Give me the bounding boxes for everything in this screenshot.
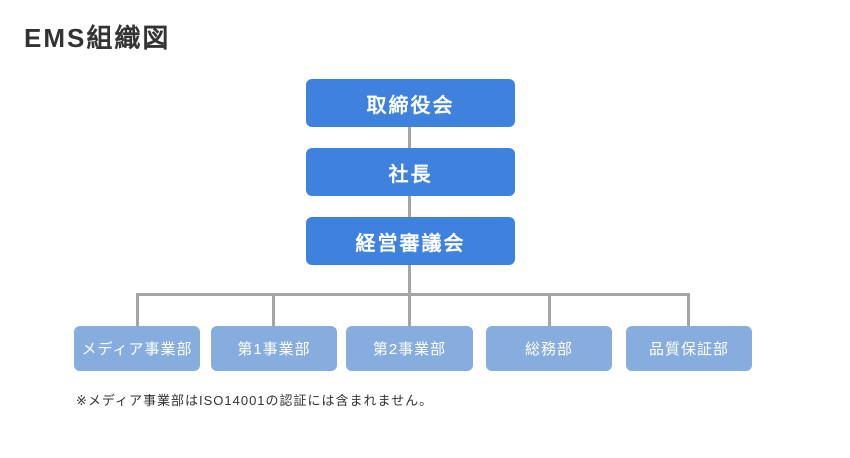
page-title: EMS組織図 (24, 23, 171, 53)
connector-president-council (408, 196, 411, 217)
connector-drop-general-affairs (548, 293, 551, 326)
connector-horizontal-rail (136, 293, 690, 296)
connector-drop-quality-assurance (687, 293, 690, 326)
dept-box-media-division: メディア事業部 (74, 326, 200, 371)
dept-box-quality-assurance: 品質保証部 (626, 326, 752, 371)
chain-box-president: 社長 (306, 148, 515, 196)
dept-box-second-division: 第2事業部 (346, 326, 473, 371)
dept-box-general-affairs: 総務部 (486, 326, 612, 371)
connector-drop-second-division (408, 293, 411, 326)
connector-trunk (408, 265, 411, 296)
dept-box-first-division: 第1事業部 (211, 326, 337, 371)
connector-board-president (408, 127, 411, 148)
chain-box-management-council: 経営審議会 (306, 217, 515, 265)
chain-box-board-of-directors: 取締役会 (306, 79, 515, 127)
footnote: ※メディア事業部はISO14001の認証には含まれません。 (76, 393, 434, 408)
connector-drop-media (136, 293, 139, 326)
connector-drop-first-division (272, 293, 275, 326)
